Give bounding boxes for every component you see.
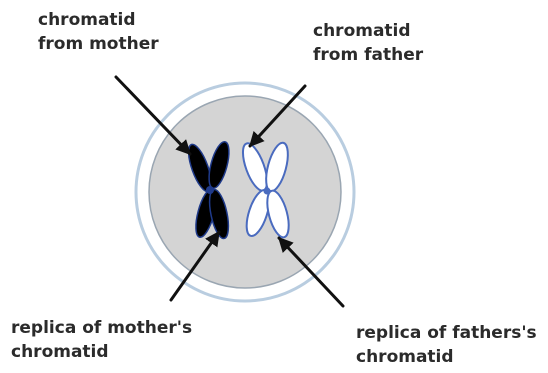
cell-body [149, 96, 341, 288]
label-line: chromatid [38, 8, 159, 32]
label-replica-of-mother-chromatid: replica of mother's chromatid [11, 316, 192, 364]
label-line: chromatid [313, 19, 423, 43]
label-line: from father [313, 43, 423, 67]
label-line: chromatid [11, 340, 192, 364]
label-line: from mother [38, 32, 159, 56]
label-chromatid-from-father: chromatid from father [313, 19, 423, 67]
label-line: chromatid [356, 345, 537, 369]
label-chromatid-from-mother: chromatid from mother [38, 8, 159, 56]
mother-centromere [206, 186, 214, 194]
label-line: replica of mother's [11, 316, 192, 340]
label-line: replica of fathers's [356, 321, 537, 345]
label-replica-of-father-chromatid: replica of fathers's chromatid [356, 321, 537, 369]
father-centromere [264, 188, 271, 195]
